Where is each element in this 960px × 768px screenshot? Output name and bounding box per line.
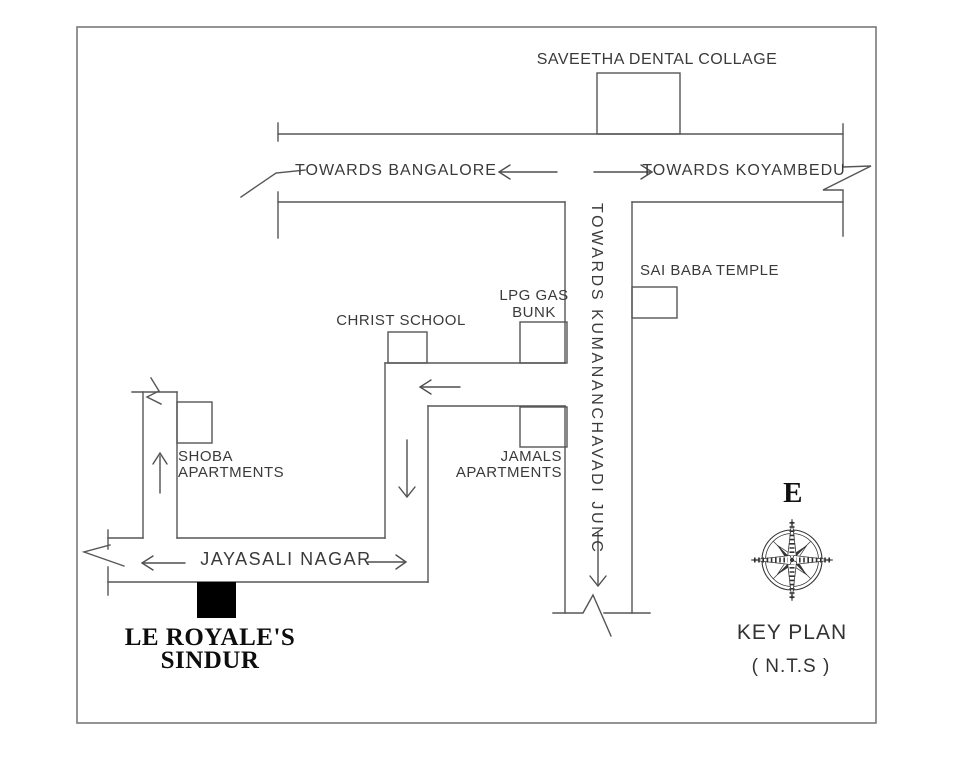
label-jamals-line1: JAMALS xyxy=(500,448,562,465)
compass-east-label: E xyxy=(783,477,803,509)
road-break-icon xyxy=(81,529,125,596)
road-jayasali-nagar xyxy=(107,537,429,583)
site-name-line2: SINDUR xyxy=(160,647,260,674)
jamals-apartments-building xyxy=(519,406,568,448)
lpg-gas-bunk-building xyxy=(519,321,568,364)
road-south-lane xyxy=(384,362,429,583)
road-label-jayasali-nagar: JAYASALI NAGAR xyxy=(200,549,372,569)
label-sai-baba-temple: SAI BABA TEMPLE xyxy=(640,262,779,279)
label-lpg-line2: BUNK xyxy=(512,304,556,321)
road-label-kumananchavadi: TOWARDS KUMANANCHAVADI JUNC xyxy=(588,203,605,555)
road-bangalore-koyambedu xyxy=(277,133,844,203)
arrow-right-icon xyxy=(367,554,408,570)
map-border xyxy=(76,26,877,724)
road-kumananchavadi xyxy=(564,201,633,614)
road-label-towards-koyambedu: TOWARDS KOYAMBEDU xyxy=(642,162,846,179)
road-break-icon xyxy=(240,122,306,239)
shoba-apartments-building xyxy=(176,401,213,444)
dental-college-building xyxy=(596,72,681,135)
label-christ-school: CHRIST SCHOOL xyxy=(336,312,466,329)
label-saveetha-dental-college: SAVEETHA DENTAL COLLAGE xyxy=(536,51,778,68)
christ-school-building xyxy=(387,331,428,364)
sai-baba-temple-building xyxy=(631,286,678,319)
arrow-left-icon xyxy=(497,164,558,180)
site-name-line1: LE ROYALE'S xyxy=(124,624,296,651)
road-label-towards-bangalore: TOWARDS BANGALORE xyxy=(295,162,497,179)
road-christ-school-lane xyxy=(384,362,566,407)
road-break-icon xyxy=(131,377,178,405)
label-shoba-line2: APARTMENTS xyxy=(178,464,285,481)
site-marker xyxy=(197,582,236,618)
arrow-down-icon xyxy=(589,532,607,588)
key-plan-title: KEY PLAN xyxy=(736,621,848,644)
label-lpg-line1: LPG GAS xyxy=(499,287,569,304)
road-break-icon xyxy=(822,123,872,237)
arrow-down-icon xyxy=(398,439,416,499)
compass-rose-icon xyxy=(750,518,834,602)
arrow-up-icon xyxy=(152,451,168,494)
label-jamals-line2: APARTMENTS xyxy=(455,464,562,481)
arrow-left-icon xyxy=(140,555,186,571)
label-shoba-line1: SHOBA xyxy=(178,448,234,465)
arrow-left-icon xyxy=(418,379,461,395)
road-break-icon xyxy=(552,593,651,637)
scale-note: ( N.T.S ) xyxy=(751,656,831,677)
arrow-right-icon xyxy=(593,164,654,180)
